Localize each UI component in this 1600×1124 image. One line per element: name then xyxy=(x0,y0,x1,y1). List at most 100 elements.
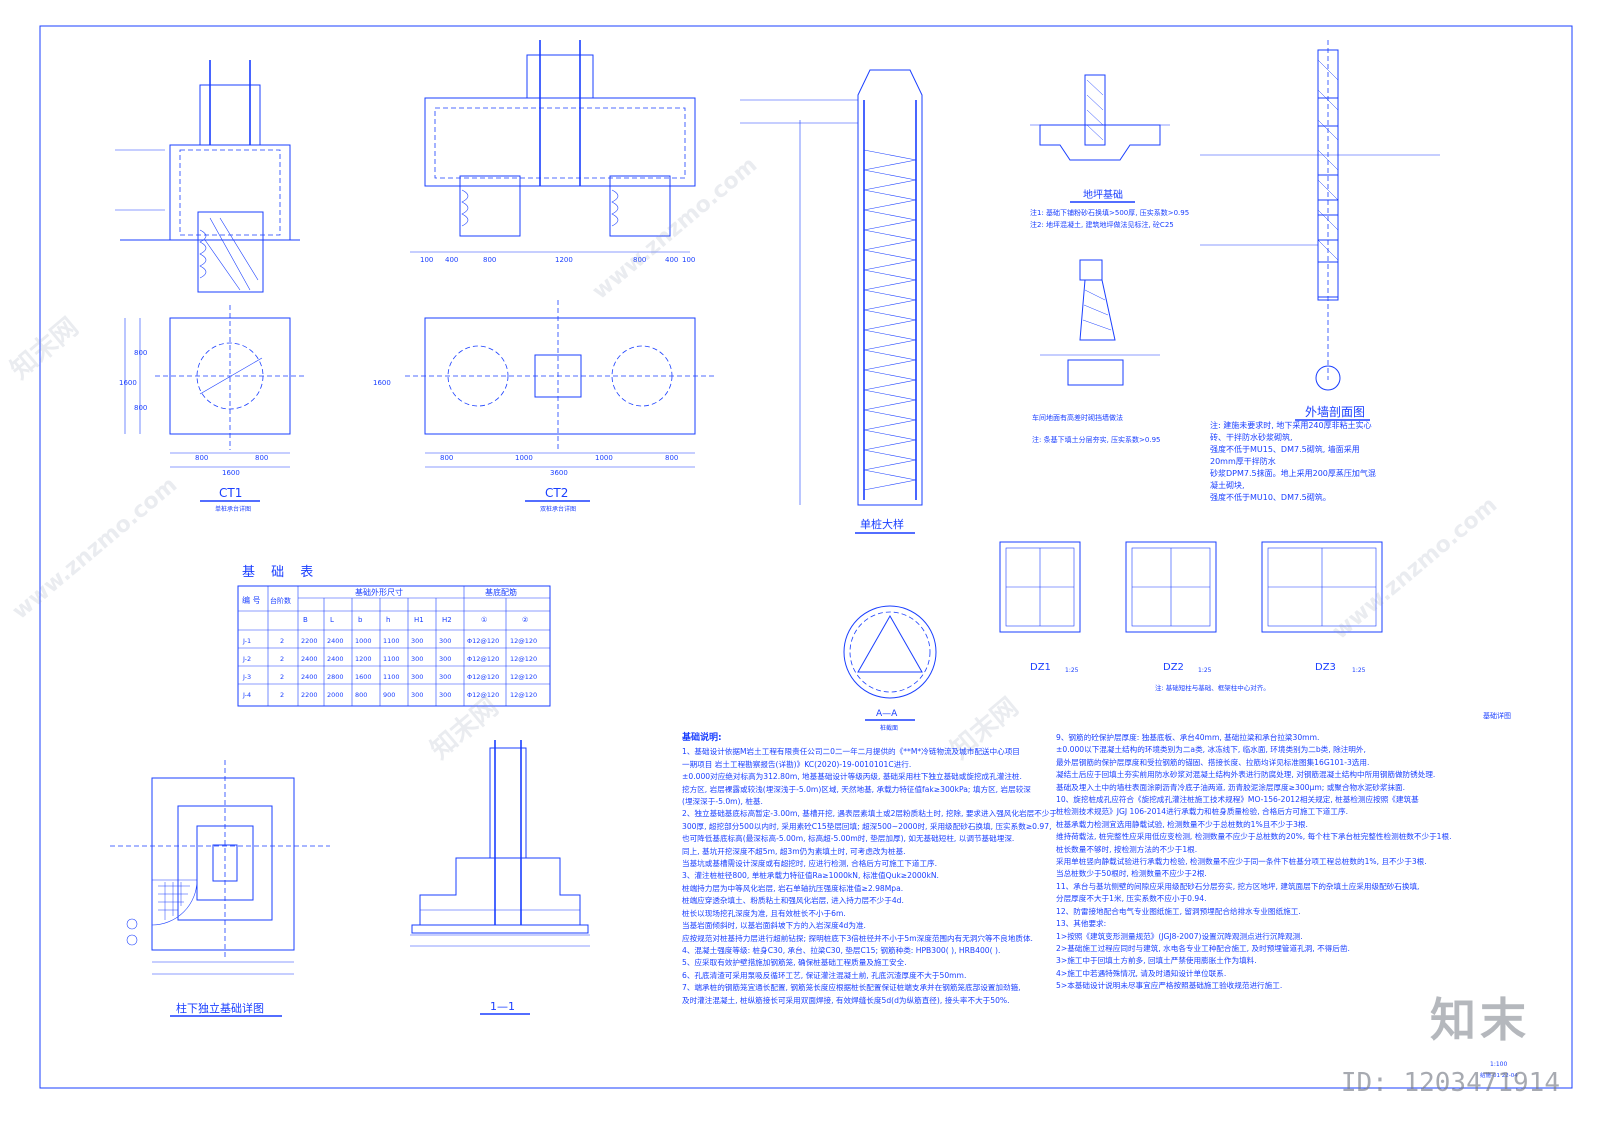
ct1-elevation xyxy=(115,60,300,293)
table-cell: 800 xyxy=(355,691,367,699)
note-line: 12、防雷接地配合电气专业图纸施工, 留洞预埋配合给排水专业图纸施工. xyxy=(1056,906,1301,916)
pile-section-aa: A—A 桩截面 xyxy=(843,605,937,732)
external-wall-section: 外墙剖面图 xyxy=(1200,40,1440,421)
table-cell: 300 xyxy=(411,655,423,663)
note-line: 2、独立基础基底标高暂定-3.00m, 基槽开挖, 遇表层素填土或2层粉质粘土时… xyxy=(682,809,1057,819)
table-cell: 2 xyxy=(280,673,284,681)
dz-note: 注: 基础短柱与基础、框架柱中心对齐。 xyxy=(1155,683,1270,692)
note-line: 凝结土后应于回填土夯实前用防水砂浆对混凝土结构外表进行防腐处理, 对钢筋混凝土结… xyxy=(1056,770,1436,780)
table-cell: J-3 xyxy=(242,673,251,681)
watermark-cn-1: 知末网 xyxy=(5,312,84,385)
wall-title: 外墙剖面图 xyxy=(1305,405,1365,419)
note-line: 桩基承载力检测宜选用静载试验, 检测数量不少于总桩数的1%且不少于3根. xyxy=(1056,819,1308,829)
section-1-1: 1—1 xyxy=(410,740,590,1015)
ramp-wall: 车间地面有高差时砌挡墙做法 注: 条基下填土分层夯实, 压实系数>0.95 xyxy=(1032,259,1161,444)
ct1-dim-c: 800 xyxy=(134,349,147,357)
note-line: 6、孔底清渣可采用泵吸反循环工艺, 保证灌注混凝土前, 孔底沉渣厚度不大于50m… xyxy=(682,970,967,980)
table-cell: 2400 xyxy=(301,673,318,681)
note-line: 分层厚度不大于1米, 压实系数不应小于0.94. xyxy=(1056,894,1207,904)
note-line: 5、应采取有效护壁措施加钢筋笼, 确保桩基础工程质量及施工安全. xyxy=(682,958,907,968)
table-header-cell: H1 xyxy=(414,616,424,624)
note-line: 1>按照《建筑变形测量规范》(JGJ8-2007)设置沉降观测点进行沉降观测. xyxy=(1056,931,1303,941)
watermark-id: ID: 1203471914 xyxy=(1340,1068,1560,1098)
table-cell: 300 xyxy=(411,691,423,699)
note-line: 3>施工中于回填土方前多, 回填土严禁使用膨胀土作为填料. xyxy=(1056,956,1257,966)
note-line: 10、旋挖桩成孔应符合《旋挖成孔灌注桩施工技术规程》MO-156-2012相关规… xyxy=(1056,795,1419,805)
ct2-dim-b: 1000 xyxy=(515,454,533,462)
dz2-scale: 1:25 xyxy=(1198,667,1212,674)
sec11-title: 1—1 xyxy=(490,1000,515,1013)
ct2-dim-a: 800 xyxy=(440,454,453,462)
table-cell: J-2 xyxy=(242,655,251,663)
note-line: 当基岩面倾斜时, 以基岩面斜坡下方的入岩深度4d为准. xyxy=(682,921,866,931)
pile-detail: 单桩大样 xyxy=(740,69,923,534)
note-line: 4、混凝土强度等级: 桩身C30, 承台、拉梁C30, 垫层C15; 钢筋种类:… xyxy=(682,945,1001,955)
table-cell: Φ12@120 xyxy=(467,691,499,699)
table-cell: J-1 xyxy=(242,637,251,645)
note-line: 13、其他要求: xyxy=(1056,919,1107,929)
note-line: 最外层钢筋的保护层厚度和受拉钢筋的锚固、搭接长度、拉筋均详见标准图集16G101… xyxy=(1056,757,1370,767)
note-line: 一期项目 岩土工程勘察报告(详勘)》KC(2020)-19-0010101C进行… xyxy=(682,759,912,769)
note-line: ±0.000对应绝对标高为312.80m, 地基基础设计等级丙级, 基础采用柱下… xyxy=(682,772,1022,782)
table-cell: J-4 xyxy=(242,691,251,699)
ct2-dim-2: 400 xyxy=(445,256,458,264)
ramp-note-2: 注: 条基下填土分层夯实, 压实系数>0.95 xyxy=(1032,435,1161,444)
independent-footing-plan: 柱下独立基础详图 xyxy=(110,760,330,1017)
note-line: 3、灌注桩桩径800, 单桩承载力特征值Ra≥1000kN, 标准值Quk≥20… xyxy=(682,871,939,881)
dz3-scale: 1:25 xyxy=(1352,667,1366,674)
table-cell: 2200 xyxy=(301,637,318,645)
table-cell: 1100 xyxy=(383,637,400,645)
dz1-title: DZ1 xyxy=(1030,662,1051,673)
slab-note-1: 注1: 基础下铺粉砂石换填>500厚, 压实系数>0.95 xyxy=(1030,208,1189,217)
note-line: 300厚, 超挖部分500以内时, 采用素砼C15垫层回填; 超深500~200… xyxy=(682,821,1052,831)
note-line: 桩端应穿透杂填土、粉质粘土和强风化岩层, 进入持力层不少于4d. xyxy=(682,896,904,906)
table-cell: 2400 xyxy=(327,655,344,663)
table-cell: 2400 xyxy=(301,655,318,663)
dz-columns: DZ1 1:25 DZ2 1:25 DZ3 1:25 注: 基础短柱与基础、框架… xyxy=(999,541,1383,692)
table-cell: Φ12@120 xyxy=(467,637,499,645)
aa-subtitle: 桩截面 xyxy=(880,724,898,732)
note-line: 桩长以现场挖孔深度为准, 且有效桩长不小于6m. xyxy=(682,908,846,918)
note-line: 维持荷载法, 桩完整性应采用低应变检测, 检测数量不应少于总桩数的20%, 每个… xyxy=(1056,832,1452,842)
table-title: 基 础 表 xyxy=(242,565,319,580)
note-line: (埋深深于-5.0m), 桩基. xyxy=(682,797,763,807)
ct1-dim-height: 1600 xyxy=(119,379,137,387)
table-cell: Φ12@120 xyxy=(467,655,499,663)
ct2-dim-6: 400 xyxy=(665,256,678,264)
ramp-note: 车间地面有高差时砌挡墙做法 xyxy=(1032,413,1123,422)
ct1-subtitle: 单桩承台详图 xyxy=(215,505,251,513)
table-cell: 12@120 xyxy=(510,655,537,663)
table-col-no: 编 号 xyxy=(242,595,261,605)
note-line: 11、承台与基坑侧壁的间隙应采用级配砂石分层夯实, 挖方区地坪, 建筑面层下的杂… xyxy=(1056,881,1420,891)
table-header-cell: H2 xyxy=(442,616,452,624)
ct1-dim-d: 800 xyxy=(134,404,147,412)
ct2-dim-5: 800 xyxy=(633,256,646,264)
table-cell: 2400 xyxy=(327,637,344,645)
table-cell: Φ12@120 xyxy=(467,673,499,681)
foundation-notes-right: 9、钢筋的砼保护层厚度: 独基底板、承台40mm, 基础拉梁和承台拉梁30mm.… xyxy=(1056,732,1452,993)
table-cell: 1100 xyxy=(383,655,400,663)
note-line: 7、端承桩的钢筋笼宜通长配置, 钢筋笼长度应根据桩长配置保证桩端支承并在钢筋笼底… xyxy=(682,983,1021,993)
pile-title: 单桩大样 xyxy=(860,517,904,531)
ext-wall-note-line: 强度不低于MU10、DM7.5砌筑。 xyxy=(1210,493,1331,502)
note-line: 桩检测技术规范》JGJ 106-2014进行承载力和桩身质量检验, 合格后方可施… xyxy=(1056,807,1348,817)
note-line: 当总桩数少于50根时, 检测数量不应少于2根. xyxy=(1056,869,1207,879)
table-header-cell: ② xyxy=(522,616,528,624)
note-line: 及时灌注混凝土, 桩纵筋接长可采用双面焊接, 有效焊缝长度5d(d为纵筋直径),… xyxy=(682,995,1010,1005)
table-cell: 300 xyxy=(439,691,451,699)
ext-wall-note-line: 强度不低于MU15、DM7.5砌筑, 墙面采用20mm厚干拌防水 xyxy=(1210,445,1360,466)
sheet-scale: 1:100 xyxy=(1490,1061,1507,1068)
watermark-site-2: www.znzmo.com xyxy=(8,473,182,625)
watermark-cn-2: 知末网 xyxy=(425,692,504,765)
table-cell: 2800 xyxy=(327,673,344,681)
note-line: 5>本基础设计说明未尽事宜应严格按照基础施工验收规范进行施工. xyxy=(1056,981,1283,991)
ct2-dim-1: 100 xyxy=(420,256,433,264)
note-line: 同上, 基坑开挖深度不超5m, 超3m仍为素填土时, 可考虑改为桩基. xyxy=(682,846,906,856)
table-cell: 2 xyxy=(280,655,284,663)
notes-title: 基础说明: xyxy=(682,733,722,743)
ct2-title: CT2 xyxy=(545,486,568,500)
note-line: 采用单桩竖向静载试验进行承载力检验, 检测数量不应少于同一条件下桩基分项工程总桩… xyxy=(1056,857,1427,867)
indep-title: 柱下独立基础详图 xyxy=(176,1001,264,1015)
